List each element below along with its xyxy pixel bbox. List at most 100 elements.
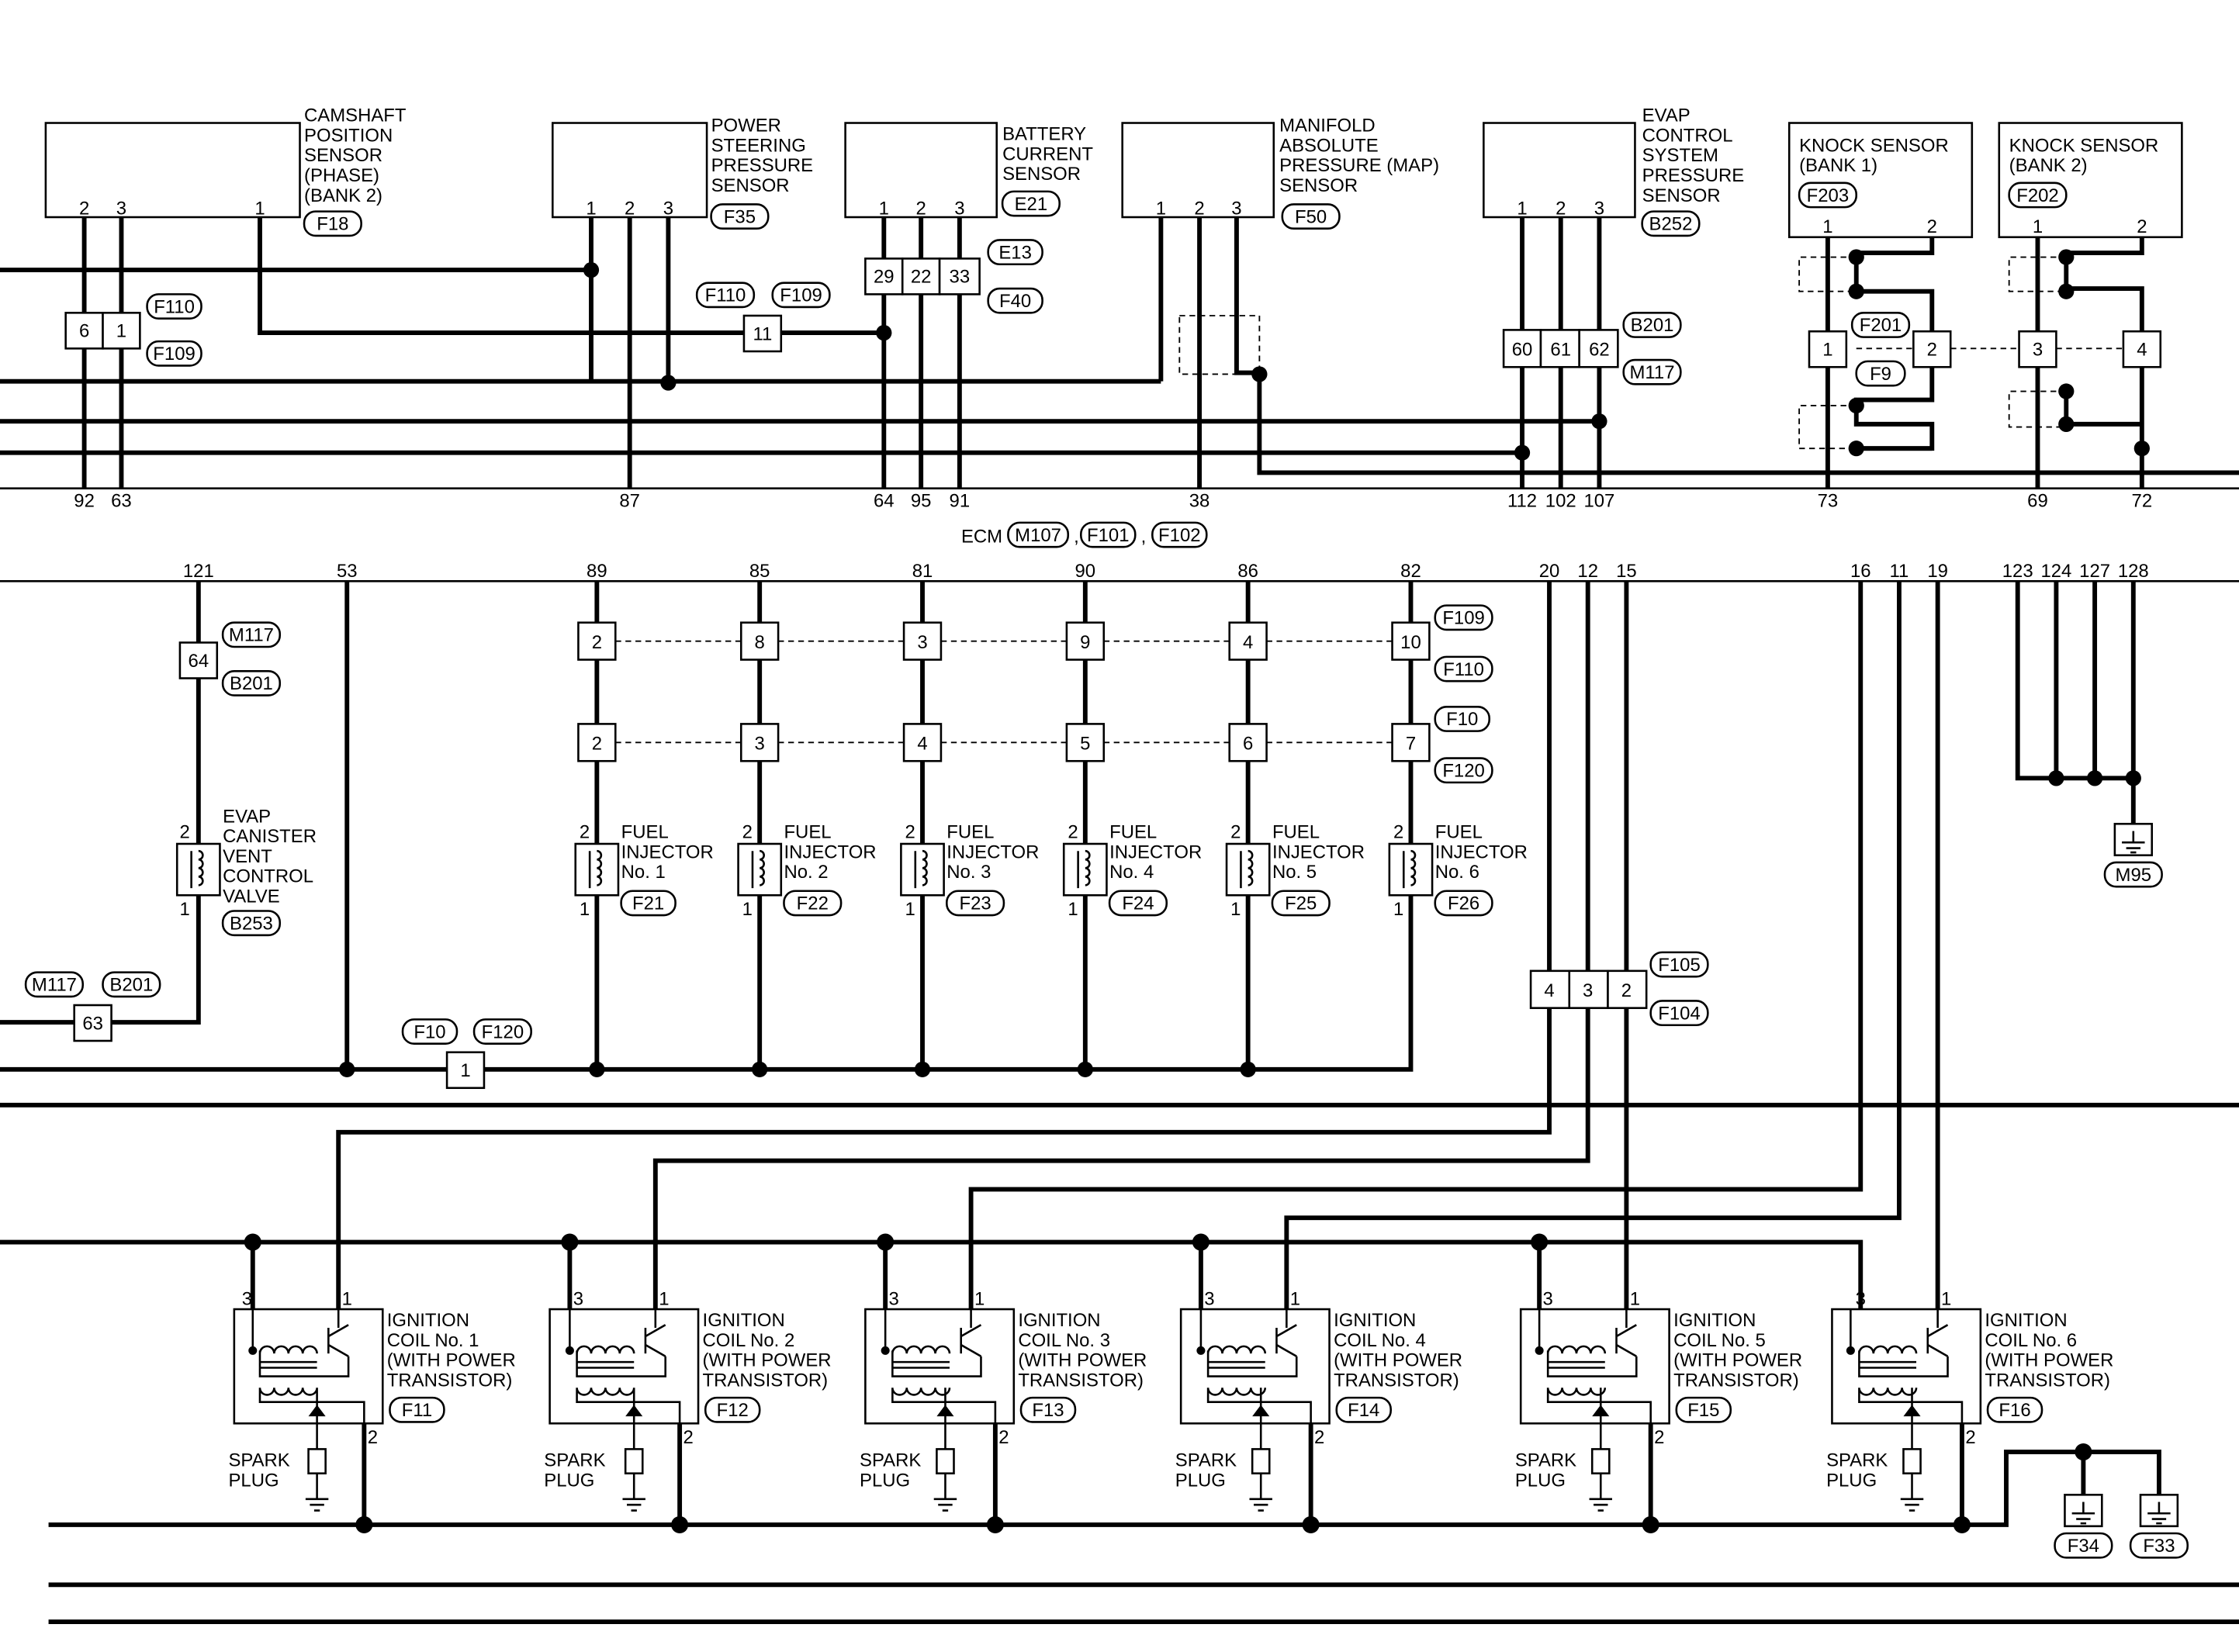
terminal-number: 86 bbox=[1237, 561, 1258, 582]
label-line: IGNITION bbox=[1673, 1310, 1756, 1331]
pin-number: 3 bbox=[1231, 198, 1241, 219]
joint-connector-j7: 63 M117 B201 bbox=[24, 971, 161, 1042]
label-line: CANISTER bbox=[223, 826, 317, 847]
pin-number: 2 bbox=[79, 198, 89, 219]
joint-connector-j2: 11 F110 F109 bbox=[695, 282, 831, 353]
connector-id: F10 bbox=[1446, 709, 1478, 730]
pin-number: 2 bbox=[905, 822, 915, 843]
pin-number: 29 bbox=[874, 267, 895, 288]
terminal-number: 19 bbox=[1927, 561, 1948, 582]
label-line: (BANK 2) bbox=[304, 185, 382, 206]
connector-id: F50 bbox=[1295, 206, 1327, 227]
pin-number: 4 bbox=[917, 734, 927, 755]
label-line: INJECTOR bbox=[1272, 842, 1365, 862]
label-line: SENSOR bbox=[711, 175, 790, 196]
label-line: MANIFOLD bbox=[1279, 116, 1376, 137]
pin-number: 1 bbox=[1290, 1289, 1300, 1310]
pin-number: 62 bbox=[1589, 340, 1610, 361]
spark-plug-label: SPARK bbox=[1175, 1450, 1237, 1471]
spark-plug-label: PLUG bbox=[544, 1470, 594, 1491]
pin-number: 2 bbox=[625, 198, 635, 219]
label-line: SENSOR bbox=[304, 145, 382, 166]
pin-number: 1 bbox=[1517, 198, 1527, 219]
pin-number: 1 bbox=[580, 899, 590, 920]
label-line: INJECTOR bbox=[784, 842, 876, 862]
spark-plug-label: SPARK bbox=[544, 1450, 605, 1471]
pin-number: 2 bbox=[592, 734, 602, 755]
pin-number: 1 bbox=[179, 899, 189, 920]
pin-number: 1 bbox=[1822, 216, 1832, 237]
fuel-injector-2: 2 1 FUEL INJECTOR No. 2 F22 bbox=[737, 822, 877, 920]
pin-number: 1 bbox=[905, 899, 915, 920]
evap-pressure-sensor: EVAP CONTROL SYSTEM PRESSURE SENSOR B252… bbox=[1517, 105, 1745, 237]
label-line: ABSOLUTE bbox=[1279, 135, 1379, 156]
pin-number: 1 bbox=[586, 198, 596, 219]
pin-number: 2 bbox=[2137, 216, 2147, 237]
connector-id: F23 bbox=[960, 893, 991, 914]
pin-number: 3 bbox=[2033, 340, 2043, 361]
battery-current-sensor: BATTERY CURRENT SENSOR E21 1 2 3 bbox=[879, 124, 1094, 219]
fuel-injector-5: 2 1 FUEL INJECTOR No. 5 F25 bbox=[1225, 822, 1365, 920]
connector-id: F109 bbox=[780, 285, 822, 306]
terminal-number: 128 bbox=[2118, 561, 2149, 582]
middle-wiring bbox=[0, 581, 2239, 1310]
connector-id: F104 bbox=[1658, 1003, 1700, 1024]
label-line: No. 3 bbox=[946, 862, 991, 883]
connector-id: M117 bbox=[229, 625, 274, 646]
pin-number: 6 bbox=[1243, 734, 1253, 755]
terminal-number: 53 bbox=[337, 561, 358, 582]
pin-number: 2 bbox=[1393, 822, 1403, 843]
connector-id: F40 bbox=[999, 291, 1031, 312]
spark-plug-icon bbox=[1900, 1448, 1924, 1512]
label-line: TRANSISTOR) bbox=[1673, 1370, 1799, 1391]
connector-id: F110 bbox=[154, 296, 195, 317]
spark-plug-label: PLUG bbox=[228, 1470, 279, 1491]
terminal-number: 81 bbox=[912, 561, 933, 582]
connector-id: F102 bbox=[1158, 525, 1201, 546]
terminal-number: 16 bbox=[1850, 561, 1871, 582]
label-line: TRANSISTOR) bbox=[703, 1370, 829, 1391]
spark-plug-label: PLUG bbox=[1515, 1470, 1566, 1491]
svg-text:,: , bbox=[1141, 527, 1147, 548]
label-line: IGNITION bbox=[1334, 1310, 1416, 1331]
label-line: POWER bbox=[711, 116, 781, 137]
label-line: COIL No. 5 bbox=[1673, 1330, 1766, 1351]
knock-sensor-bank2: KNOCK SENSOR (BANK 2) F202 1 2 bbox=[2008, 135, 2159, 237]
ignition-coil-3: 3 1 2 IGNITION COIL No. 3 (WITH POWER TR… bbox=[860, 1289, 1147, 1512]
label-line: KNOCK SENSOR bbox=[2009, 135, 2159, 156]
pin-number: 2 bbox=[592, 632, 602, 653]
connector-id: F101 bbox=[1087, 525, 1130, 546]
pin-number: 8 bbox=[755, 632, 765, 653]
pin-number: 7 bbox=[1406, 734, 1416, 755]
connector-id: F105 bbox=[1658, 955, 1700, 976]
label-line: (WITH POWER bbox=[703, 1350, 832, 1371]
ecm-label: ECM M107 , F101 , F102 bbox=[961, 521, 1208, 548]
ignition-coil-6: 3 1 2 IGNITION COIL No. 6 (WITH POWER TR… bbox=[1826, 1289, 2113, 1512]
fuel-injector-3: 2 1 FUEL INJECTOR No. 3 F23 bbox=[900, 822, 1039, 920]
svg-text:,: , bbox=[1074, 527, 1079, 548]
pin-number: 10 bbox=[1400, 632, 1421, 653]
label-line: No. 2 bbox=[784, 862, 828, 883]
connector-id: F15 bbox=[1687, 1400, 1719, 1421]
ignition-coil-2: 3 1 2 IGNITION COIL No. 2 (WITH POWER TR… bbox=[544, 1289, 832, 1512]
connector-id: F202 bbox=[2016, 185, 2059, 206]
pin-number: 2 bbox=[1621, 980, 1632, 1001]
pin-number: 3 bbox=[663, 198, 673, 219]
ground-m95: M95 bbox=[2103, 822, 2163, 888]
label-line: INJECTOR bbox=[1109, 842, 1202, 862]
connector-id: F12 bbox=[717, 1400, 749, 1421]
label-line: CONTROL bbox=[1642, 125, 1733, 146]
label-line: (WITH POWER bbox=[1018, 1350, 1147, 1371]
connector-id: F110 bbox=[1443, 659, 1484, 680]
map-sensor: MANIFOLD ABSOLUTE PRESSURE (MAP) SENSOR … bbox=[1156, 116, 1439, 230]
top-wiring bbox=[0, 217, 2239, 489]
terminal-number: 63 bbox=[111, 491, 132, 512]
pin-number: 1 bbox=[742, 899, 753, 920]
label-line: PRESSURE bbox=[1642, 165, 1745, 186]
terminal-number: 15 bbox=[1616, 561, 1637, 582]
label-line: COIL No. 1 bbox=[387, 1330, 479, 1351]
label-line: CURRENT bbox=[1002, 143, 1093, 164]
connector-id: M95 bbox=[2116, 865, 2152, 886]
label-line: IGNITION bbox=[1018, 1310, 1100, 1331]
pin-number: 1 bbox=[1068, 899, 1078, 920]
